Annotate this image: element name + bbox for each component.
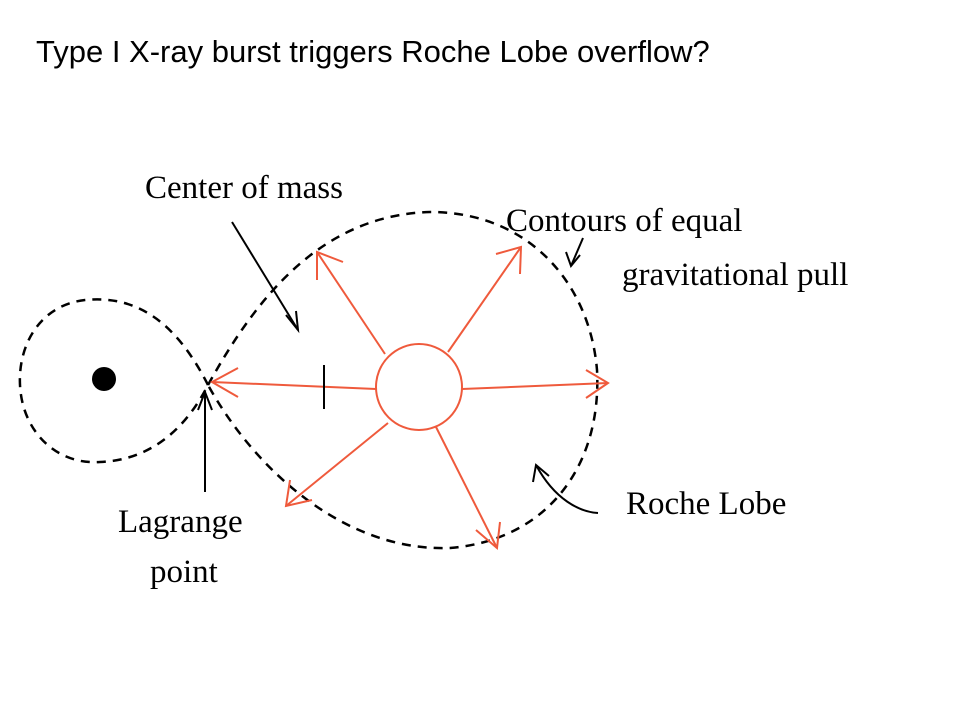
label-lagrange-line2: point xyxy=(150,554,218,590)
label-center-of-mass: Center of mass xyxy=(145,170,343,206)
pointer-center-of-mass xyxy=(231,221,300,334)
arrow-upper-right xyxy=(447,245,523,353)
donor-star-circle xyxy=(375,343,463,431)
pointer-roche-lobe xyxy=(532,463,599,514)
label-roche-lobe: Roche Lobe xyxy=(626,486,786,522)
slide-title: Type I X-ray burst triggers Roche Lobe o… xyxy=(36,34,710,69)
arrow-left xyxy=(209,367,377,398)
outflow-arrows xyxy=(209,245,610,550)
pointer-lagrange-point xyxy=(197,389,213,492)
label-contours-line2: gravitational pull xyxy=(622,257,848,293)
roche-lobe-contour xyxy=(206,210,599,550)
arrow-right xyxy=(461,369,610,399)
label-lagrange-line1: Lagrange xyxy=(118,504,243,540)
label-contours-line1: Contours of equal xyxy=(506,203,742,239)
small-lobe-contour xyxy=(18,298,210,464)
arrow-lower-right xyxy=(435,426,501,550)
compact-star-dot xyxy=(92,367,116,391)
arrow-upper-left xyxy=(316,250,386,355)
arrow-lower-left xyxy=(284,422,389,508)
pointer-contours xyxy=(565,237,584,269)
